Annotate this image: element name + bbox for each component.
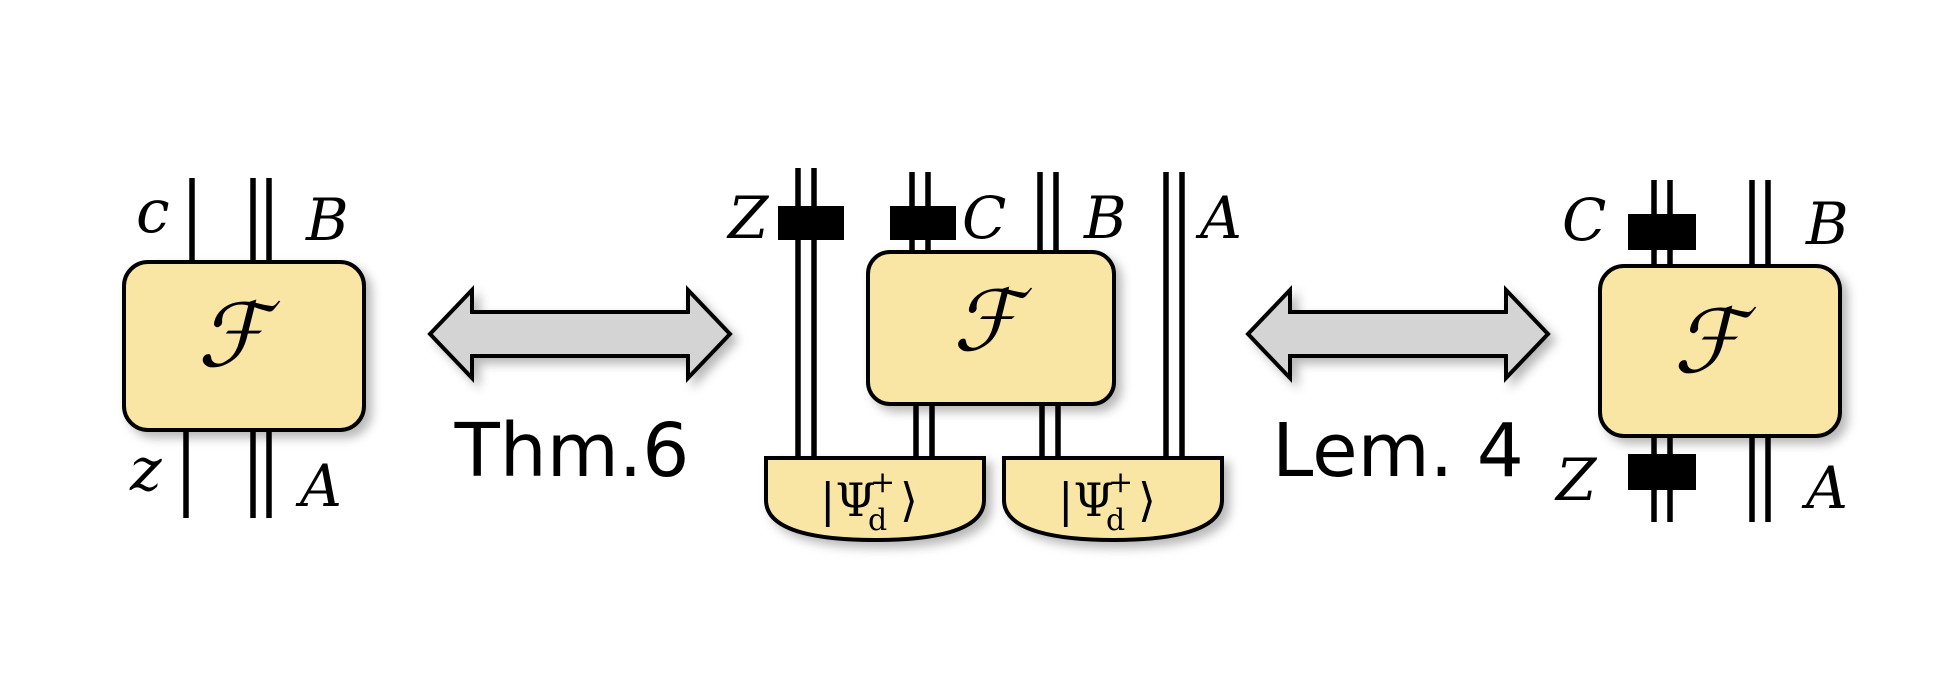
state-left-psi: |Ψ (820, 473, 876, 527)
state-right-psi: |Ψ (1058, 473, 1114, 527)
right-label-C: C (1562, 186, 1606, 254)
center-measure-block-c (890, 206, 956, 240)
center-label-A: A (1195, 184, 1242, 252)
center-label-B: B (1083, 184, 1127, 252)
right-channel-label: ℱ (1673, 290, 1756, 393)
state-left-sub: d (868, 503, 887, 538)
center-state-left-label: |Ψ + d ⟩ (820, 465, 918, 538)
left-channel-label: ℱ (197, 284, 280, 387)
right-arrow-caption: Lem. 4 (1272, 408, 1524, 494)
right-panel: ℱ C B Z A (1554, 180, 1849, 522)
left-wires (183, 178, 272, 518)
state-left-close: ⟩ (900, 473, 918, 527)
center-channel-box (866, 250, 1116, 406)
right-label-Z: Z (1554, 446, 1598, 514)
double-arrow-icon (1245, 285, 1551, 383)
left-channel-box (122, 260, 366, 432)
center-label-Z: Z (726, 184, 770, 252)
left-panel: ℱ c B z A (122, 177, 366, 520)
state-right-sub: d (1106, 503, 1125, 538)
left-label-A: A (295, 452, 342, 520)
right-measure-block-z (1628, 454, 1696, 490)
center-state-right (1002, 456, 1224, 543)
center-measure-block-z (778, 206, 844, 240)
state-right-close: ⟩ (1138, 473, 1156, 527)
center-state-left (764, 456, 986, 543)
right-label-B: B (1805, 190, 1849, 258)
center-state-right-label: |Ψ + d ⟩ (1058, 465, 1156, 538)
right-label-A: A (1801, 454, 1848, 522)
left-label-B: B (305, 186, 349, 254)
state-right-sup: + (1108, 465, 1133, 500)
state-left-sup: + (870, 465, 895, 500)
left-label-c: c (136, 177, 170, 247)
center-panel: ℱ |Ψ + d ⟩ |Ψ + d ⟩ Z C B A (726, 168, 1242, 543)
center-label-C: C (962, 184, 1006, 252)
right-double-arrow: Lem. 4 (1245, 285, 1551, 494)
right-measure-block-c (1628, 214, 1696, 250)
left-arrow-caption: Thm.6 (454, 408, 690, 494)
left-double-arrow: Thm.6 (427, 285, 733, 494)
left-label-z: z (129, 435, 162, 505)
double-arrow-icon (427, 285, 733, 383)
right-channel-box (1598, 264, 1842, 438)
